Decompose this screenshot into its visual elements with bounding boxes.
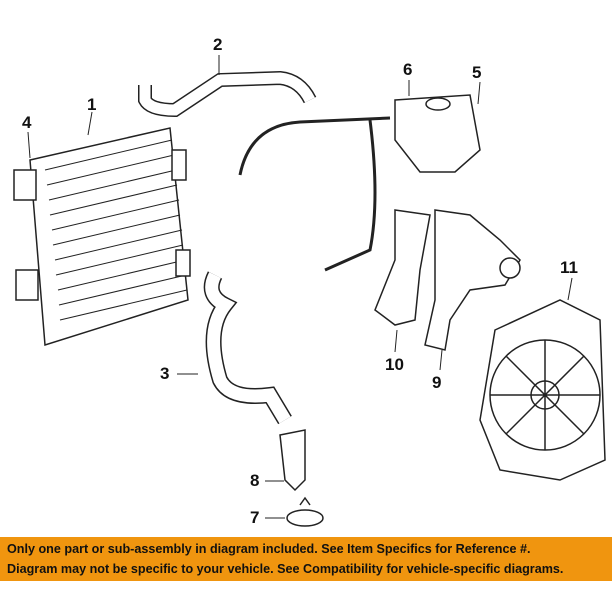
callout-11: 11 [560, 258, 578, 277]
callout-1: 1 [87, 95, 97, 114]
radiator-drawing [13, 127, 191, 346]
callout-10: 10 [385, 355, 404, 374]
callout-6: 6 [403, 60, 413, 79]
gasket-drawing [374, 209, 431, 326]
disclaimer-line-1: Only one part or sub-assembly in diagram… [7, 542, 531, 556]
cooling-fan-drawing [479, 299, 606, 481]
water-pump-drawing [424, 209, 521, 351]
disclaimer-line-2: Diagram may not be specific to your vehi… [7, 562, 564, 576]
reservoir-drawing [394, 94, 481, 173]
callout-7: 7 [250, 508, 260, 527]
callout-5: 5 [472, 63, 482, 82]
callout-9: 9 [432, 373, 442, 392]
callout-4: 4 [22, 113, 32, 132]
callout-8: 8 [250, 471, 260, 490]
callout-3: 3 [160, 364, 170, 383]
callout-2: 2 [213, 35, 223, 54]
disclaimer-banner: Only one part or sub-assembly in diagram… [0, 537, 612, 581]
